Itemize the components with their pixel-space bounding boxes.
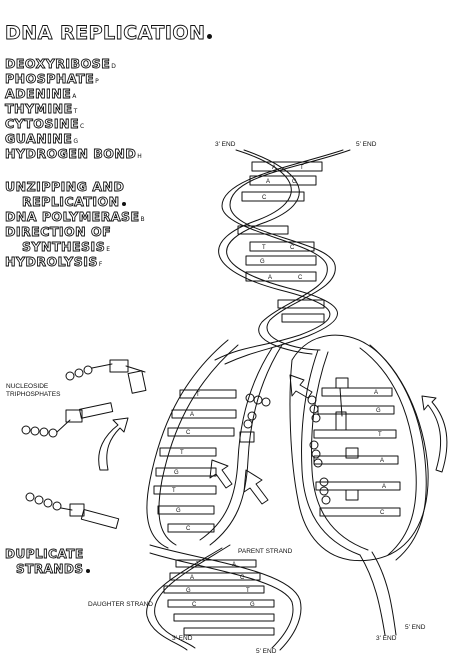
label-bottom-mid-5-end: 5' END <box>256 648 277 655</box>
key-hydrolysis: HYDROLYSISF <box>5 254 103 270</box>
base-letter: C <box>298 275 303 281</box>
base-letter: G <box>292 179 297 185</box>
key-unzipping: UNZIPPING AND <box>5 179 125 195</box>
label-bottom-right-3-end: 3' END <box>376 635 397 642</box>
bottom-right-strand-2 <box>371 551 397 636</box>
right-branch-inner <box>301 349 361 556</box>
duplicate-title-line1: DUPLICATE <box>5 547 84 562</box>
base-letter: T <box>172 488 176 494</box>
nucleoside-triphosphate-6 <box>309 440 359 505</box>
label-nucleoside-2: TRIPHOSPHATES <box>6 391 61 398</box>
base-letter: T <box>378 432 382 438</box>
base-letter: C <box>186 526 191 532</box>
left-branch-outer-inner <box>158 344 239 546</box>
top-helix-strand-right-inner <box>221 149 344 355</box>
base-letter: G <box>250 602 255 608</box>
base-letter: G <box>176 508 181 514</box>
base-letter: C <box>186 430 191 436</box>
right-branch-outer <box>369 344 427 561</box>
nucleoside-triphosphate-2 <box>21 402 114 438</box>
base-letter: G <box>186 588 191 594</box>
base-letter: A <box>382 484 386 490</box>
replication-bullet <box>121 202 126 206</box>
bottom-helix-strand-b2 <box>146 547 223 651</box>
base-letter: C <box>290 245 295 251</box>
replication-bubble <box>289 334 429 562</box>
title-text: DNA REPLICATION <box>5 22 206 45</box>
label-daughter-strand: DAUGHTER STRAND <box>88 601 154 608</box>
key-direction-of: DIRECTION OF <box>5 224 112 240</box>
base-letter: C <box>192 602 197 608</box>
base-letter: A <box>190 412 194 418</box>
nucleoside-triphosphate-3 <box>25 492 120 529</box>
label-nucleoside-1: NUCLEOSIDE <box>6 383 49 390</box>
base-letter: A <box>272 165 276 171</box>
base-letter: T <box>246 588 250 594</box>
synthesis-arrow-left <box>98 417 129 471</box>
bottom-helix-strand-a2 <box>149 552 294 649</box>
nucleoside-triphosphate-4 <box>239 393 271 443</box>
base-letter: A <box>232 562 236 568</box>
polymerase-arrow-3 <box>209 459 233 489</box>
base-letter: G <box>174 470 179 476</box>
key-adenine: ADENINEA <box>5 86 77 102</box>
bottom-right-strand <box>359 554 386 636</box>
top-helix-rungs <box>237 161 325 323</box>
base-letter: G <box>376 408 381 414</box>
key-thymine: THYMINET <box>5 101 78 117</box>
base-letter: T <box>196 562 200 568</box>
top-helix-strand-right <box>229 149 351 351</box>
base-letter: A <box>190 575 194 581</box>
synthesis-arrow-right <box>421 395 448 473</box>
title-bullet <box>207 34 213 39</box>
left-branch-outer <box>146 339 229 549</box>
key-phosphate: PHOSPHATEP <box>5 71 100 87</box>
bottom-helix-rungs <box>163 559 275 636</box>
polymerase-arrow-1 <box>243 469 269 505</box>
left-branch-inner-2 <box>199 347 273 541</box>
label-top-left-3-end: 3' END <box>215 141 236 148</box>
label-parent-strand: PARENT STRAND <box>238 548 293 555</box>
base-letter: C <box>262 195 267 201</box>
duplicate-title-line2: STRANDS <box>16 562 90 577</box>
base-letter: T <box>300 165 304 171</box>
bottom-helix-strand-a <box>149 544 302 651</box>
top-helix-strand-left-inner <box>224 149 338 365</box>
label-bottom-left-3-end: 3' END <box>172 635 193 642</box>
left-branch-rungs <box>153 389 237 533</box>
key-synthesis: SYNTHESISE <box>22 239 111 255</box>
key-guanine: GUANINEG <box>5 131 79 147</box>
base-letter: G <box>260 259 265 265</box>
right-branch-inner-2 <box>311 351 369 551</box>
nucleoside-triphosphate-5 <box>307 377 349 431</box>
base-letter: A <box>266 179 270 185</box>
page-title: DNA REPLICATION <box>5 22 213 45</box>
duplicate-bullet <box>85 569 90 573</box>
base-letter: A <box>268 275 272 281</box>
base-letter: C <box>380 510 385 516</box>
base-letter: T <box>262 245 266 251</box>
key-cytosine: CYTOSINEC <box>5 116 85 132</box>
base-letter: A <box>380 458 384 464</box>
base-letter: T <box>196 392 200 398</box>
left-branch-inner <box>209 344 283 546</box>
bottom-helix-strand-b <box>154 544 231 649</box>
base-letter: T <box>180 450 184 456</box>
polymerase-arrow-2 <box>289 374 313 399</box>
base-letter: A <box>374 390 378 396</box>
label-bottom-right-5-end: 5' END <box>405 624 426 631</box>
key-deoxyribose: DEOXYRIBOSED <box>5 56 117 72</box>
top-helix-strand-left <box>214 149 331 361</box>
right-branch-rungs <box>313 387 401 517</box>
key-dna-polymerase: DNA POLYMERASEB <box>5 209 146 225</box>
base-letter: C <box>240 575 245 581</box>
key-hydrogen-bond: HYDROGEN BONDH <box>5 146 143 162</box>
label-top-right-5-end: 5' END <box>356 141 377 148</box>
nucleoside-triphosphate-1 <box>65 359 147 394</box>
key-replication: REPLICATION <box>22 194 126 209</box>
right-branch-outer-2 <box>359 347 417 556</box>
